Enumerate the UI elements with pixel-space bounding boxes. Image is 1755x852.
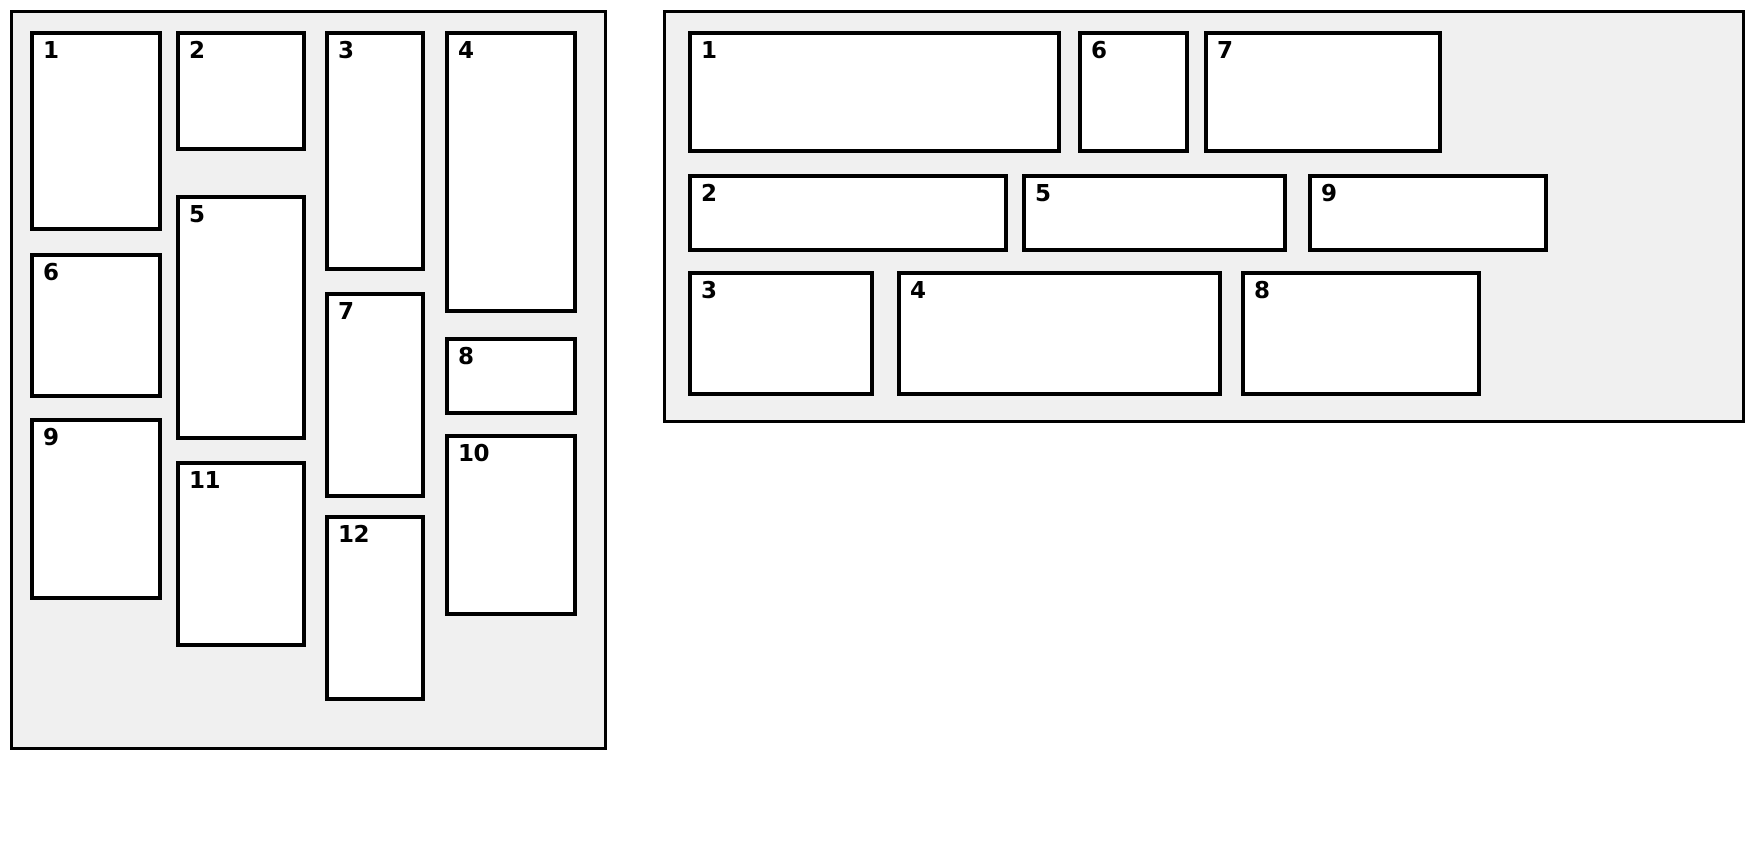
cell-number-label: 7: [1217, 38, 1233, 64]
cell-number-label: 8: [458, 344, 474, 370]
layout-cell[interactable]: 2: [688, 174, 1008, 252]
layout-cell[interactable]: 8: [445, 337, 577, 415]
layout-cell[interactable]: 1: [688, 31, 1061, 153]
layout-cell[interactable]: 6: [30, 253, 162, 398]
cell-number-label: 6: [43, 260, 59, 286]
layout-cell[interactable]: 4: [445, 31, 577, 313]
cell-number-label: 11: [189, 468, 221, 494]
cell-number-label: 9: [43, 425, 59, 451]
layout-cell[interactable]: 3: [688, 271, 874, 396]
cell-number-label: 1: [701, 38, 717, 64]
cell-number-label: 6: [1091, 38, 1107, 64]
layout-cell[interactable]: 4: [897, 271, 1222, 396]
layout-cell[interactable]: 11: [176, 461, 306, 647]
cell-number-label: 5: [189, 202, 205, 228]
cell-number-label: 7: [338, 299, 354, 325]
layout-cell[interactable]: 3: [325, 31, 425, 271]
layout-cell[interactable]: 10: [445, 434, 577, 616]
right-layout-panel: 1 6 7 2 5 9 3 4 8: [663, 10, 1745, 423]
cell-number-label: 3: [701, 278, 717, 304]
layout-cell[interactable]: 7: [325, 292, 425, 498]
cell-number-label: 4: [910, 278, 926, 304]
layout-cell[interactable]: 9: [1308, 174, 1548, 252]
layout-cell[interactable]: 2: [176, 31, 306, 151]
cell-number-label: 2: [189, 38, 205, 64]
layout-cell[interactable]: 9: [30, 418, 162, 600]
layout-cell[interactable]: 5: [176, 195, 306, 440]
cell-number-label: 10: [458, 441, 490, 467]
layout-cell[interactable]: 6: [1078, 31, 1189, 153]
layout-cell[interactable]: 8: [1241, 271, 1481, 396]
cell-number-label: 12: [338, 522, 370, 548]
cell-number-label: 5: [1035, 181, 1051, 207]
cell-number-label: 9: [1321, 181, 1337, 207]
cell-number-label: 4: [458, 38, 474, 64]
cell-number-label: 3: [338, 38, 354, 64]
layout-cell[interactable]: 7: [1204, 31, 1442, 153]
layout-cell[interactable]: 5: [1022, 174, 1287, 252]
layout-cell[interactable]: 12: [325, 515, 425, 701]
cell-number-label: 8: [1254, 278, 1270, 304]
layout-cell[interactable]: 1: [30, 31, 162, 231]
cell-number-label: 1: [43, 38, 59, 64]
cell-number-label: 2: [701, 181, 717, 207]
